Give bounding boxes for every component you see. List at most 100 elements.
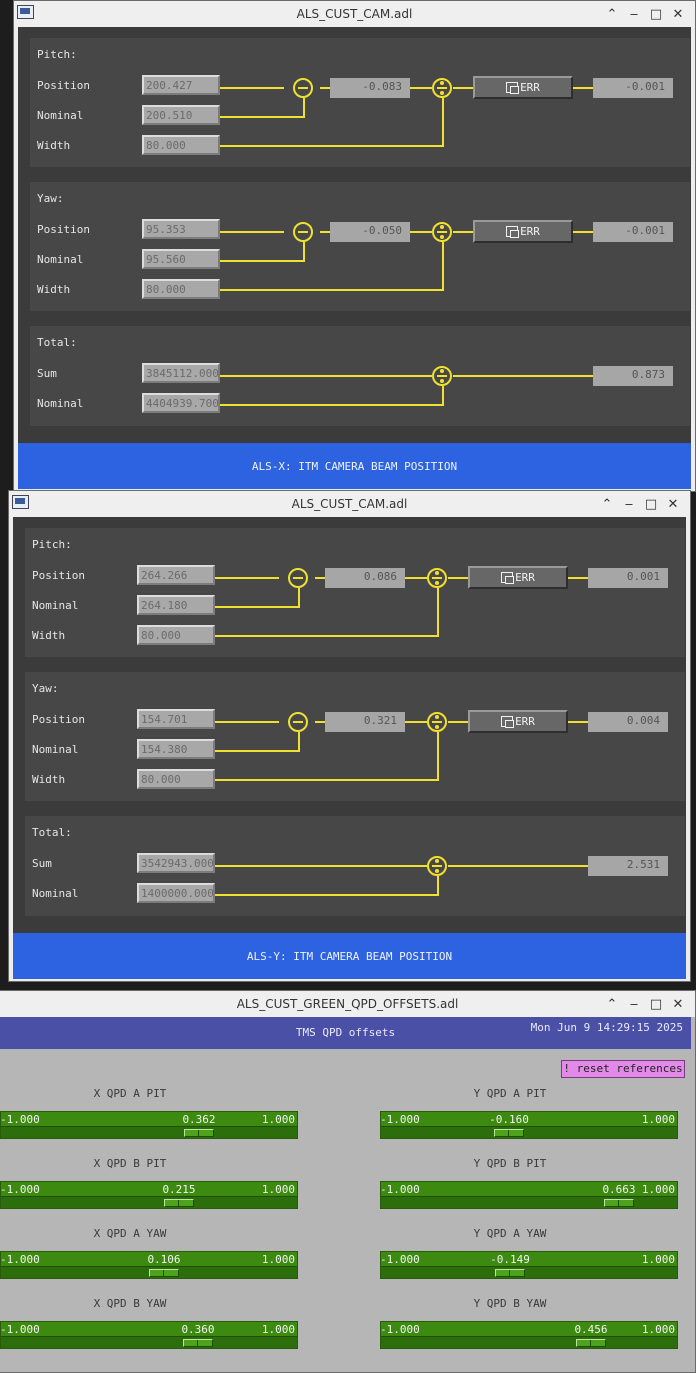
nominal-field[interactable]: 95.560: [142, 249, 220, 269]
nominal-field[interactable]: 1400000.000: [137, 883, 215, 903]
width-field[interactable]: 80.000: [137, 625, 215, 645]
window-titlebar[interactable]: ALS_CUST_GREEN_QPD_OFFSETS.adl ⌃ ‒ □ ✕: [0, 991, 695, 1017]
slider-min: -1.000: [0, 1323, 40, 1336]
nominal-field[interactable]: 264.180: [137, 595, 215, 615]
slider-label: Y QPD B PIT: [473, 1157, 547, 1170]
slider-min: -1.000: [0, 1253, 40, 1266]
slider-knob[interactable]: [149, 1269, 179, 1277]
related-display-icon: [506, 226, 520, 238]
diff-readout: 0.321: [325, 712, 405, 732]
position-field[interactable]: 154.701: [137, 709, 215, 729]
close-icon[interactable]: ✕: [672, 996, 684, 1012]
slider-knob[interactable]: [604, 1199, 634, 1207]
slider-knob[interactable]: [495, 1269, 525, 1277]
total-group: Total: Sum Nominal 3845112.000 4404939.7…: [30, 326, 690, 426]
slider-knob[interactable]: [576, 1339, 606, 1347]
close-icon[interactable]: ✕: [667, 496, 679, 512]
width-label: Width: [32, 629, 66, 642]
minimize-icon[interactable]: ‒: [624, 496, 634, 512]
slider-label: X QPD A YAW: [93, 1227, 167, 1240]
sum-field[interactable]: 3542943.000: [137, 853, 215, 873]
err-button[interactable]: ERR: [468, 710, 568, 733]
err-button[interactable]: ERR: [468, 566, 568, 589]
maximize-icon[interactable]: □: [649, 996, 663, 1012]
window-titlebar[interactable]: ALS_CUST_CAM.adl ⌃ ‒ □ ✕: [9, 491, 690, 517]
subtract-icon: [288, 568, 308, 588]
nominal-label: Nominal: [37, 253, 84, 266]
width-field[interactable]: 80.000: [142, 135, 220, 155]
app-icon[interactable]: [12, 495, 29, 509]
nominal-field[interactable]: 4404939.700: [142, 393, 220, 413]
err-button[interactable]: ERR: [473, 220, 573, 243]
minimize-icon[interactable]: ‒: [629, 6, 639, 22]
nominal-label: Nominal: [32, 743, 79, 756]
nominal-field[interactable]: 154.380: [137, 739, 215, 759]
width-label: Width: [37, 139, 71, 152]
divide-icon: [427, 712, 447, 732]
diff-readout: -0.083: [330, 78, 410, 98]
yaw-group: Yaw: Position Nominal Width 95.353 95.56…: [30, 182, 690, 311]
slider-trough[interactable]: [381, 1266, 677, 1278]
result-readout: 0.873: [593, 366, 673, 386]
slider-label: Y QPD A PIT: [473, 1087, 547, 1100]
slider-trough[interactable]: [1, 1126, 297, 1138]
cam-body: Pitch: Position Nominal Width 200.427 20…: [18, 27, 691, 489]
shade-icon[interactable]: ⌃: [606, 6, 618, 22]
window-titlebar[interactable]: ALS_CUST_CAM.adl ⌃ ‒ □ ✕: [14, 1, 695, 27]
slider-trough[interactable]: [381, 1126, 677, 1138]
app-icon[interactable]: [17, 5, 34, 19]
sum-label: Sum: [32, 857, 52, 870]
minimize-icon[interactable]: ‒: [629, 996, 639, 1012]
divide-icon: [432, 366, 452, 386]
qpd-body: TMS QPD offsets Mon Jun 9 14:29:15 2025 …: [0, 1017, 695, 1372]
position-field[interactable]: 95.353: [142, 219, 220, 239]
slider-knob[interactable]: [183, 1339, 213, 1347]
close-icon[interactable]: ✕: [672, 6, 684, 22]
position-field[interactable]: 200.427: [142, 75, 220, 95]
slider-min: -1.000: [0, 1183, 40, 1196]
slider-trough[interactable]: [381, 1336, 677, 1348]
nominal-field[interactable]: 200.510: [142, 105, 220, 125]
slider-max: 1.000: [641, 1183, 675, 1196]
group-label: Yaw:: [37, 192, 64, 205]
datetime: Mon Jun 9 14:29:15 2025: [530, 1021, 683, 1034]
slider-knob[interactable]: [184, 1129, 214, 1137]
slider-trough[interactable]: [381, 1196, 677, 1208]
slider-trough[interactable]: [1, 1196, 297, 1208]
reset-references-button[interactable]: ! reset references: [561, 1060, 685, 1078]
position-field[interactable]: 264.266: [137, 565, 215, 585]
group-label: Pitch:: [37, 48, 77, 61]
width-field[interactable]: 80.000: [137, 769, 215, 789]
sum-field[interactable]: 3845112.000: [142, 363, 220, 383]
shade-icon[interactable]: ⌃: [601, 496, 613, 512]
position-label: Position: [32, 569, 85, 582]
group-label: Total:: [37, 336, 77, 349]
subtract-icon: [293, 222, 313, 242]
group-label: Yaw:: [32, 682, 59, 695]
shade-icon[interactable]: ⌃: [606, 996, 618, 1012]
slider-trough[interactable]: [1, 1336, 297, 1348]
slider-knob[interactable]: [164, 1199, 194, 1207]
slider-label: Y QPD B YAW: [473, 1297, 547, 1310]
pitch-group: Pitch: Position Nominal Width 200.427 20…: [30, 38, 690, 167]
maximize-icon[interactable]: □: [649, 6, 663, 22]
subtract-icon: [293, 78, 313, 98]
width-field[interactable]: 80.000: [142, 279, 220, 299]
slider-value: -0.160: [489, 1113, 529, 1126]
slider-knob[interactable]: [494, 1129, 524, 1137]
related-display-icon: [501, 572, 515, 584]
nominal-label: Nominal: [32, 887, 79, 900]
result-readout: 2.531: [588, 856, 668, 876]
result-readout: 0.001: [588, 568, 668, 588]
maximize-icon[interactable]: □: [644, 496, 658, 512]
position-label: Position: [37, 79, 90, 92]
err-button[interactable]: ERR: [473, 76, 573, 99]
